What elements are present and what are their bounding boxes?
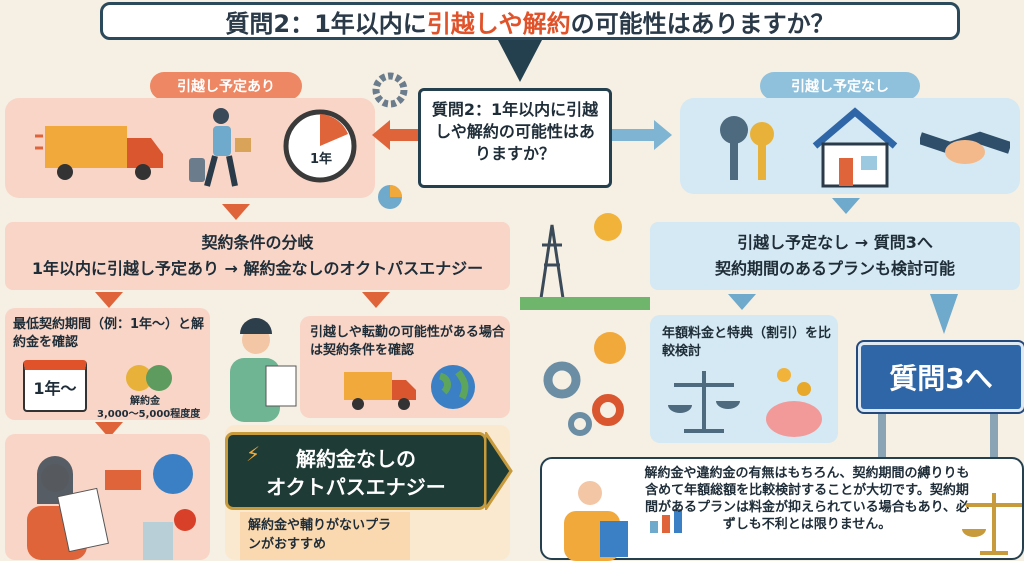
arrow-down-icon — [95, 292, 123, 308]
summary-text: 解約金や違約金の有無はもちろん、契約期間の縛りりも含めて年額総額を比較検討するこ… — [644, 466, 970, 532]
moving-woman-box — [5, 434, 210, 560]
sign-post — [990, 414, 998, 457]
check-conditions-box: 引越しや転勤の可能性がある場合は契約条件を確認 — [300, 316, 510, 418]
fee-label: 解約金 — [130, 396, 160, 407]
title-prefix: 質問2：1年以内に — [225, 9, 427, 38]
moving-panel: 1年 — [5, 98, 375, 198]
sign-post — [878, 414, 886, 457]
arrow-left-icon — [372, 120, 418, 150]
scale-icon — [962, 493, 1022, 555]
clock-icon — [283, 109, 357, 183]
arrow-right-icon — [612, 120, 672, 150]
sign-arrow-tip — [485, 432, 513, 510]
min-contract-box: 最低契約期間（例：1年〜）と解約金を確認 1年〜 解約金 3,000〜5,000… — [5, 308, 210, 420]
arrow-down-icon — [362, 292, 390, 308]
recommend-note: 解約金や輔りがないプランがおすすめ — [240, 512, 410, 560]
keys-icon — [720, 116, 774, 180]
branch-line1: 引越し予定なし → 質問3へ — [737, 233, 933, 252]
branch-title: 契約条件の分岐 — [201, 233, 314, 252]
lightning-icon: ⚡ — [246, 442, 261, 466]
clock-label: 1年 — [310, 152, 333, 167]
pill-moving-planned: 引越し予定あり — [150, 72, 302, 100]
pill-no-moving: 引越し予定なし — [760, 72, 920, 100]
branch-conditions-box: 契約条件の分岐 1年以内に引越し予定あり → 解約金なしのオクトパスエナジー — [5, 222, 510, 290]
sign-line1: 解約金なしの — [296, 447, 416, 471]
min-contract-text: 最低契約期間（例：1年〜）と解約金を確認 — [13, 317, 205, 350]
woman-with-document-illustration — [27, 454, 196, 560]
octopus-energy-sign: 解約金なしの オクトパスエナジー — [225, 432, 487, 510]
title-suffix: の可能性はありますか？ — [570, 9, 835, 38]
arrow-down-icon — [930, 294, 958, 334]
arrow-down-icon — [222, 204, 250, 220]
branch-line2: 契約期間のあるプランも検討可能 — [714, 259, 955, 278]
sign-line2: オクトパスエナジー — [266, 475, 446, 499]
power-tower-sun-illustration — [520, 213, 650, 310]
house-icon — [812, 107, 898, 188]
truck-icon — [344, 372, 416, 410]
no-moving-branch-box: 引越し予定なし → 質問3へ 契約期間のあるプランも検討可能 — [650, 222, 1020, 290]
arrow-down-icon — [832, 198, 860, 214]
money-bags-icon — [126, 365, 172, 391]
summary-box: 解約金や違約金の有無はもちろん、契約期間の縛りりも含めて年額総額を比較検討するこ… — [540, 457, 1024, 561]
center-question-box: 質問2：1年以内に引越しや解約の可能性はありますか？ — [418, 88, 612, 188]
pie-chart-icon — [378, 185, 402, 209]
branch-text: 1年以内に引越し予定あり → 解約金なしのオクトパスエナジー — [31, 259, 484, 278]
woman-reading-icon — [230, 318, 297, 422]
globe-icon — [431, 365, 475, 409]
page-title: 質問2：1年以内に引越しや解約の可能性はありますか？ — [100, 2, 960, 40]
truck-icon — [35, 126, 163, 180]
question3-sign: 質問3へ — [856, 340, 1024, 414]
arrow-down-icon — [728, 294, 756, 310]
check-conditions-text: 引越しや転勤の可能性がある場合は契約条件を確認 — [310, 325, 505, 358]
gear-icon — [372, 72, 408, 108]
man-with-charts-illustration — [564, 481, 682, 561]
calendar-icon: 1年〜 — [23, 360, 87, 412]
compare-box: 年額料金と特典（割引）を比較検討 — [650, 315, 838, 443]
title-highlight: 引越しや解約 — [426, 9, 571, 38]
handshake-icon — [920, 131, 1010, 164]
fee-range: 3,000〜5,000程度度 — [97, 409, 201, 420]
gears-icon — [543, 332, 626, 436]
compare-text: 年額料金と特典（割引）を比較検討 — [662, 326, 832, 359]
person-with-luggage-icon — [189, 108, 251, 187]
no-moving-panel — [680, 98, 1020, 194]
title-pointer — [498, 40, 542, 82]
scale-piggy-bank-icon — [668, 368, 822, 437]
